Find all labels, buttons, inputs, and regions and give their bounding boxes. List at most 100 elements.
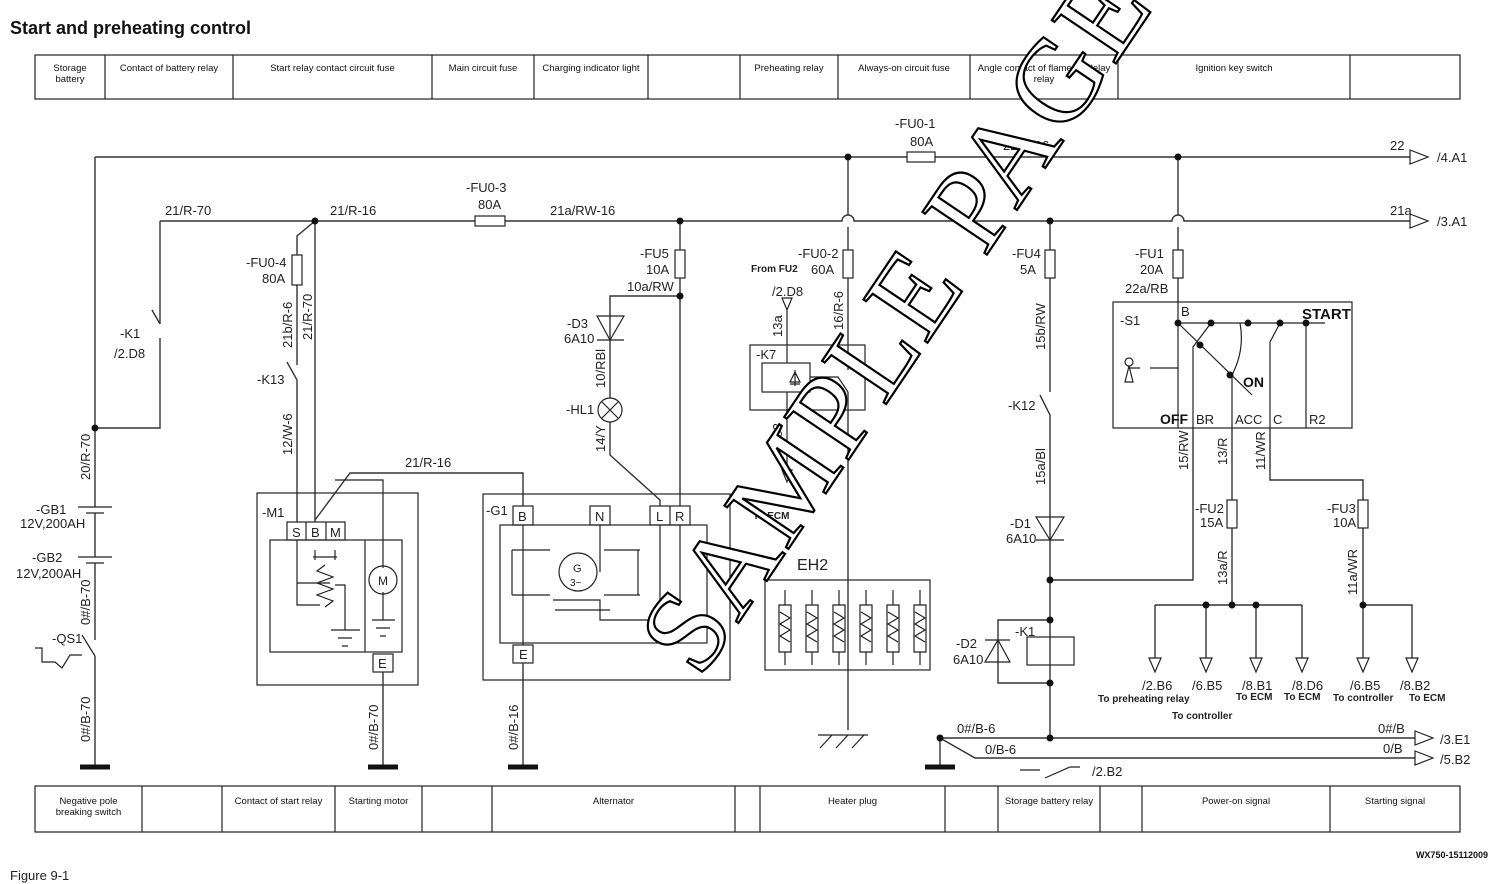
wire-21br6: 21b/R-6 (280, 302, 295, 348)
bottom-table-cell: Power-on signal (1202, 796, 1270, 807)
key-position-on: ON (1243, 374, 1264, 390)
motor-symbol: M (378, 574, 388, 588)
label-fu1-rating: 20A (1140, 262, 1163, 277)
terminal-g1-b: B (518, 509, 527, 524)
label-fu0-3-rating: 80A (478, 197, 501, 212)
label-fu0-2: -FU0-2 (798, 246, 838, 261)
label-fu5: -FU5 (640, 246, 669, 261)
bottom-table-cell: Heater plug (828, 796, 877, 807)
top-table-cell: Ignition key switch (1195, 63, 1272, 74)
key-position-off: OFF (1160, 411, 1188, 427)
arrow-3a1 (1409, 213, 1430, 229)
terminal-g1-r: R (675, 509, 684, 524)
ref-2b2: /2.B2 (1092, 764, 1122, 779)
label-fu2: -FU2 (1195, 501, 1224, 516)
label-eh2: EH2 (797, 557, 828, 574)
label-d1: -D1 (1010, 516, 1031, 531)
wire-21r70: 21/R-70 (165, 203, 211, 218)
terminal-g1-e: E (519, 647, 528, 662)
junction-dot (1244, 319, 1252, 327)
junction-dot (1046, 616, 1054, 624)
label-gb2: -GB2 (32, 550, 62, 565)
heater-element (859, 590, 873, 665)
watermark: SAMPLE PAGE (613, 0, 1177, 695)
label-fu0-1-rating: 80A (910, 134, 933, 149)
terminal-s: S (292, 525, 301, 540)
wire-0b-b: 0/B (1383, 741, 1403, 756)
wire-21r16-b: 21/R-16 (405, 455, 451, 470)
label-gb1: -GB1 (36, 502, 66, 517)
wire-0b: 0#/B (1378, 721, 1405, 736)
terminal-acc: ACC (1235, 412, 1262, 427)
wire-21a: 21a (1390, 203, 1412, 218)
signal-arrow (1199, 657, 1213, 674)
top-table-cell: Start relay contact circuit fuse (270, 63, 395, 74)
top-table-cell: Preheating relay (754, 63, 823, 74)
key-position-start: START (1302, 306, 1351, 323)
bottom-table-cell: Contact of start relay (235, 796, 323, 807)
wire-0b16: 0#/B-16 (506, 704, 521, 750)
note-to-preheating-relay: To preheating relay (1098, 694, 1190, 705)
junction-dot (311, 217, 319, 225)
junction-dot (1196, 341, 1204, 349)
wire-21r16: 21/R-16 (330, 203, 376, 218)
label-fu0-2-rating: 60A (811, 262, 834, 277)
terminal-e: E (378, 656, 387, 671)
terminal-br: BR (1196, 412, 1214, 427)
wire-3153: 3153 (770, 423, 785, 452)
bottom-table-cell: Alternator (593, 796, 634, 807)
signal-arrow (1405, 657, 1419, 674)
wire-14y: 14/Y (593, 425, 608, 452)
note-to-ecm-1: To ECM (753, 511, 789, 522)
wire-13ar: 13a/R (1215, 550, 1230, 585)
label-s1: -S1 (1120, 313, 1140, 328)
junction-dot (1207, 319, 1215, 327)
top-table-cell: Contact of battery relay (120, 63, 218, 74)
note-to-ecm-2: To ECM (1236, 692, 1272, 703)
junction-dot (1302, 319, 1310, 327)
fuse-fu0-1 (906, 151, 936, 163)
junction-dot (1174, 319, 1182, 327)
wire-0b70-a: 0#/B-70 (78, 579, 93, 625)
bottom-table-cell: Starting signal (1365, 796, 1425, 807)
junction-dot (1252, 601, 1260, 609)
terminal-b: B (311, 525, 320, 540)
signal-arrow (1356, 657, 1370, 674)
label-gb1-spec: 12V,200AH (20, 516, 85, 531)
junction-dot (1226, 371, 1234, 379)
note-to-controller-2: To controller (1333, 693, 1393, 704)
terminal-r2: R2 (1309, 412, 1326, 427)
label-k12: -K12 (1008, 398, 1035, 413)
label-fu0-3: -FU0-3 (466, 180, 506, 195)
wire-0b6-b: 0/B-6 (985, 742, 1016, 757)
wire-10rbl: 10/RBl (593, 349, 608, 388)
drawing-code: WX750-15112009 (1416, 850, 1488, 860)
top-table-cell: Main circuit fuse (449, 63, 518, 74)
terminal-m: M (330, 525, 341, 540)
terminal-g1-n: N (595, 509, 604, 524)
label-fu1: -FU1 (1135, 246, 1164, 261)
generator-phase: 3~ (570, 578, 582, 589)
label-fu4-rating: 5A (1020, 262, 1036, 277)
ref-3e1: /3.E1 (1440, 732, 1470, 747)
heater-element (832, 590, 846, 665)
wire-15abl: 15a/Bl (1033, 448, 1048, 485)
wire-20r70: 20/R-70 (78, 434, 93, 480)
wire-15rw: 15/RW (1176, 430, 1191, 470)
wire-0b6: 0#/B-6 (957, 721, 995, 736)
label-m1: -M1 (262, 505, 284, 520)
label-d3-rating: 6A10 (564, 331, 594, 346)
junction-dot (1046, 217, 1054, 225)
label-d2: -D2 (956, 636, 977, 651)
wire-21r70-b: 21/R-70 (300, 294, 315, 340)
heater-element (778, 590, 792, 665)
signal-arrow (1148, 657, 1162, 674)
top-table-cell: Always-on circuit fuse (858, 63, 950, 74)
wire-22arb: 22a/RB (1125, 281, 1168, 296)
label-fu4: -FU4 (1012, 246, 1041, 261)
junction-dot (1276, 319, 1284, 327)
ref-5b2: /5.B2 (1440, 752, 1470, 767)
junction-dot (1046, 679, 1054, 687)
